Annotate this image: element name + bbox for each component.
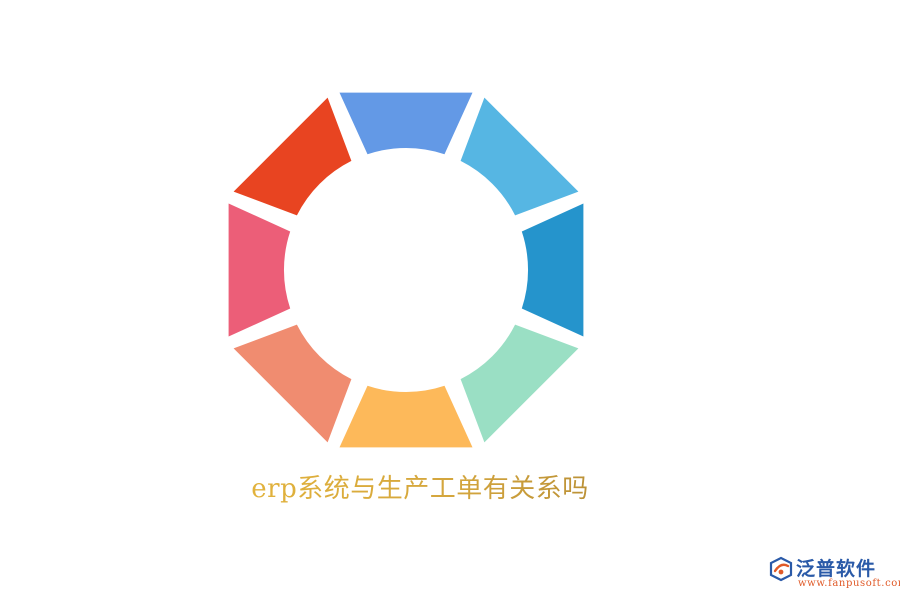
brand-logo: 泛普软件 www.fanpusoft.com: [768, 552, 900, 596]
ring-segment-6: [233, 324, 352, 443]
ring-segment-4: [460, 324, 579, 443]
brand-domain: www.fanpusoft.com: [798, 578, 900, 589]
logo-mark-icon: [769, 556, 793, 582]
ring-segment-8: [233, 97, 352, 216]
brand-name: 泛普软件: [796, 558, 877, 580]
ring-segment-5: [339, 385, 473, 448]
caption-title: erp系统与生产工单有关系吗: [0, 468, 840, 505]
ring-segment-7: [228, 203, 291, 337]
ring-segment-1: [339, 92, 473, 155]
ring-segment-3: [521, 203, 584, 337]
ring-segment-2: [460, 97, 579, 216]
